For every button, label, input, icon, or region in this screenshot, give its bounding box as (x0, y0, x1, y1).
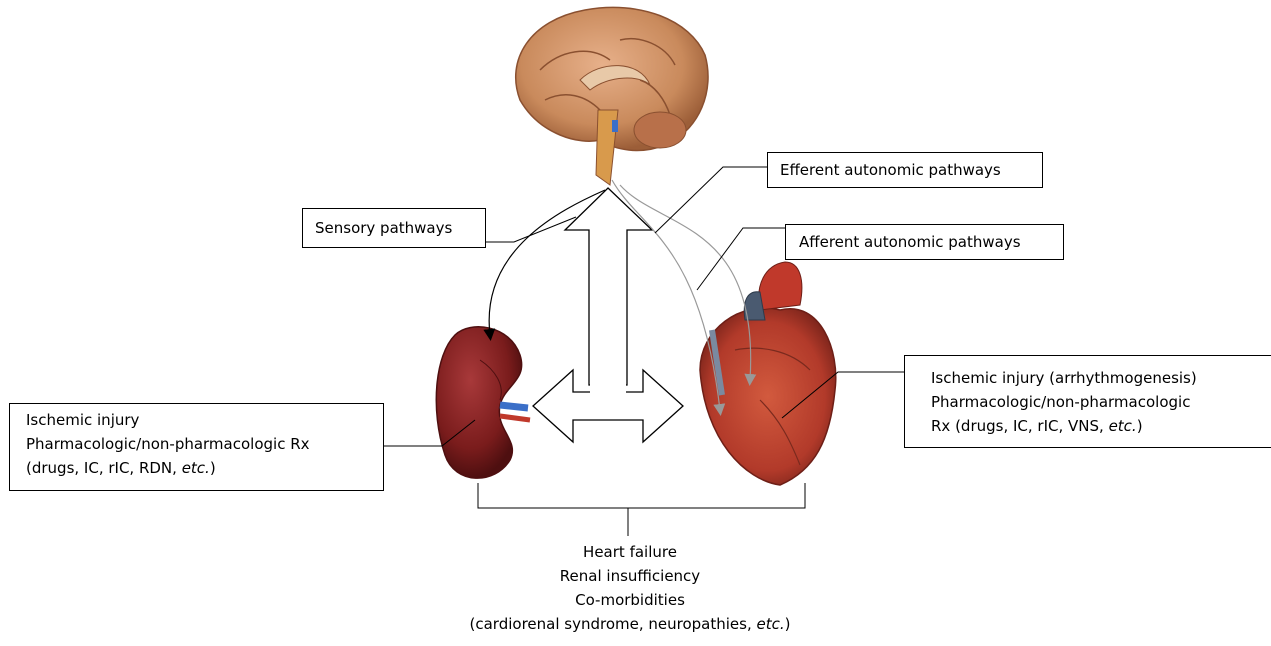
bottom-bracket (478, 483, 805, 508)
efferent-pathways-label: Efferent autonomic pathways (767, 152, 1043, 188)
caption-heart-failure: Heart failure (420, 540, 840, 564)
caption-renal-insufficiency: Renal insufficiency (420, 564, 840, 588)
afferent-pathways-label: Afferent autonomic pathways (785, 224, 1064, 260)
afferent-pathways-text: Afferent autonomic pathways (799, 233, 1021, 251)
vertical-double-arrow (565, 188, 652, 385)
sensory-pathways-text: Sensory pathways (315, 219, 452, 237)
heart-line-2: Pharmacologic/non-pharmacologic (931, 390, 1271, 414)
caption-line-4: (cardiorenal syndrome, neuropathies, etc… (420, 612, 840, 636)
sensory-leader (486, 217, 576, 242)
heart-illustration (700, 262, 836, 485)
sensory-pathways-label: Sensory pathways (302, 208, 486, 248)
efferent-leader (655, 167, 767, 233)
caption-comorbidities: Co-morbidities (420, 588, 840, 612)
bottom-caption: Heart failure Renal insufficiency Co-mor… (420, 540, 840, 636)
kidney-info-box: Ischemic injury Pharmacologic/non-pharma… (9, 403, 384, 491)
kidney-line-2: Pharmacologic/non-pharmacologic Rx (26, 432, 383, 456)
heart-info-box: Ischemic injury (arrhythmogenesis) Pharm… (904, 355, 1271, 448)
heart-line-3: Rx (drugs, IC, rIC, VNS, etc.) (931, 414, 1271, 438)
kidney-line-3: (drugs, IC, rIC, RDN, etc.) (26, 456, 383, 480)
efferent-pathways-text: Efferent autonomic pathways (780, 161, 1001, 179)
brain-illustration (516, 7, 708, 185)
heart-line-1: Ischemic injury (arrhythmogenesis) (931, 366, 1271, 390)
kidney-line-1: Ischemic injury (26, 408, 383, 432)
kidney-illustration (436, 327, 530, 478)
